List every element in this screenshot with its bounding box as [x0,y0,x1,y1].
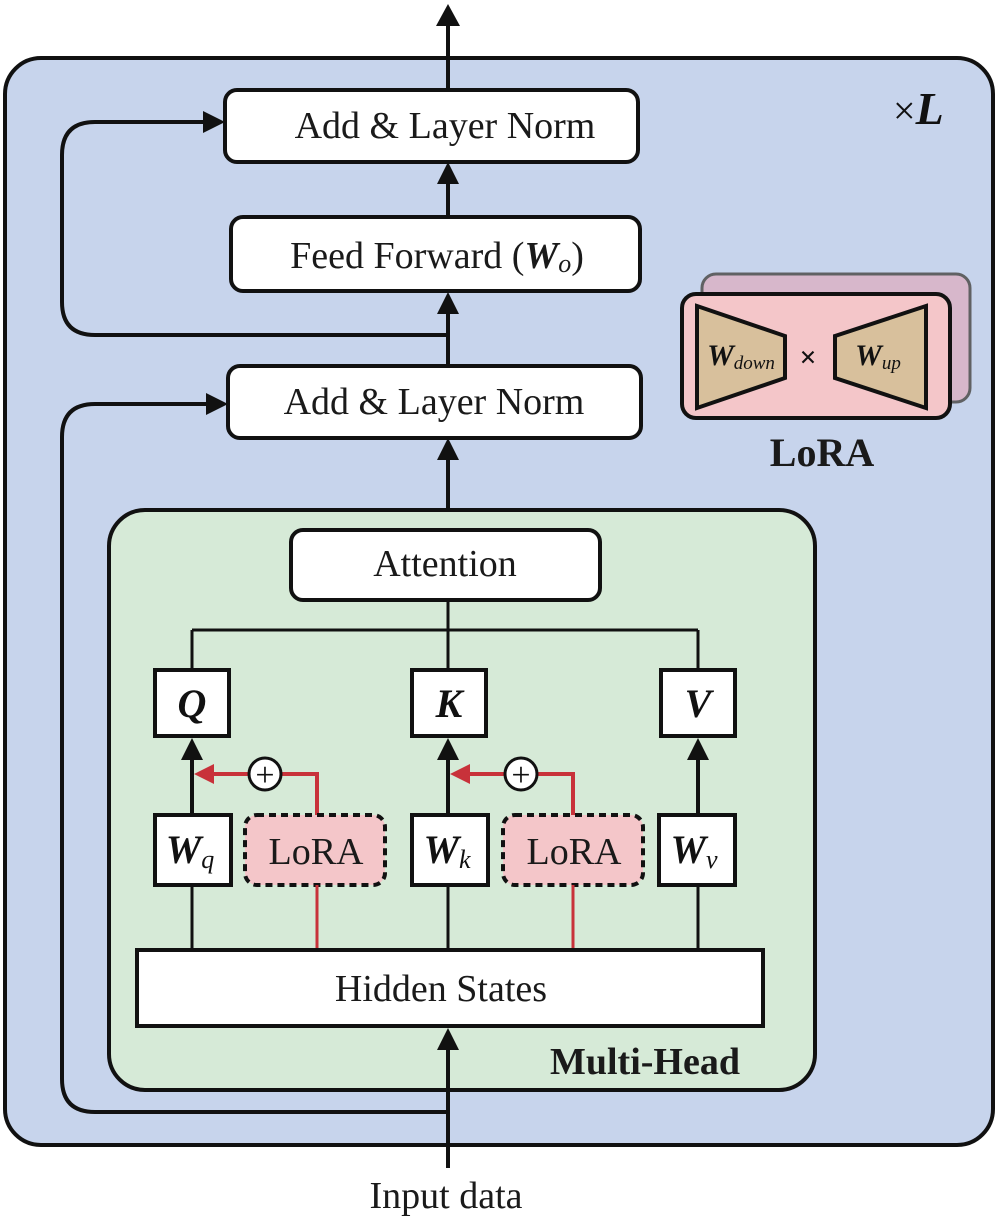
mid-add-norm-box [226,364,643,440]
repeat-symbol: L [915,83,944,134]
feed-forward-label: Feed Forward (Wo) [290,235,584,278]
lora-q-label: LoRA [269,831,365,873]
q-box [153,668,231,738]
w-up-label: Wup [855,339,901,374]
plus-circle-q [247,756,283,792]
mha-to-norm-arrowhead [437,438,459,460]
residual-bottom-arrowhead [206,393,228,415]
plus-symbol-q: + [255,757,274,794]
input-arrowhead [437,1028,459,1050]
multi-head-block [107,508,817,1092]
residual-top-arrowhead [203,111,225,133]
lora-k-label: LoRA [527,831,623,873]
output-arrowhead [436,4,460,26]
wk-box [410,813,490,887]
lora-legend-title: LoRA [770,430,875,475]
wk-label: Wk [423,827,471,874]
w-down-trapezoid [695,303,787,411]
k-box [410,668,488,738]
hidden-states-box [135,948,765,1028]
wq-box [153,813,233,887]
ff-to-norm-arrowhead [437,162,459,184]
residual-bottom-path [60,402,448,1114]
lora-q-red-arrowhead [194,764,214,784]
v-box [659,668,737,738]
attention-box [289,528,602,602]
wo-weight: W [524,235,561,277]
input-data-label: Input data [369,1175,522,1217]
top-add-norm-box [223,88,640,164]
k-label: K [435,681,465,726]
wv-to-v-arrowhead [687,738,709,760]
repeat-prefix: × [893,88,916,133]
v-label: V [685,681,715,726]
residual-top-path [60,120,448,337]
wk-to-k-arrowhead [437,738,459,760]
norm-to-ff-arrowhead [437,292,459,314]
wq-to-q-arrowhead [181,738,203,760]
w-down-label: Wdown [707,339,775,374]
plus-symbol-k: + [511,757,530,794]
top-add-norm-label: Add & Layer Norm [295,105,596,147]
q-label: Q [178,681,207,726]
attention-label: Attention [373,543,517,585]
feed-forward-box [229,215,642,293]
lora-q-red-path [212,772,319,815]
legend-times: × [799,341,816,374]
wq-label: Wq [166,827,215,874]
wv-label: Wv [670,827,718,874]
plus-circle-k [503,756,539,792]
w-up-trapezoid [833,303,928,411]
lora-k-red-path [468,772,575,815]
repeat-label: ×L [893,83,944,134]
multi-head-label: Multi-Head [550,1041,740,1083]
mid-add-norm-label: Add & Layer Norm [284,381,585,423]
lora-k-red-arrowhead [450,764,470,784]
wo-sub: o [558,249,571,278]
hidden-states-label: Hidden States [335,968,547,1010]
lora-q-box [243,813,387,887]
